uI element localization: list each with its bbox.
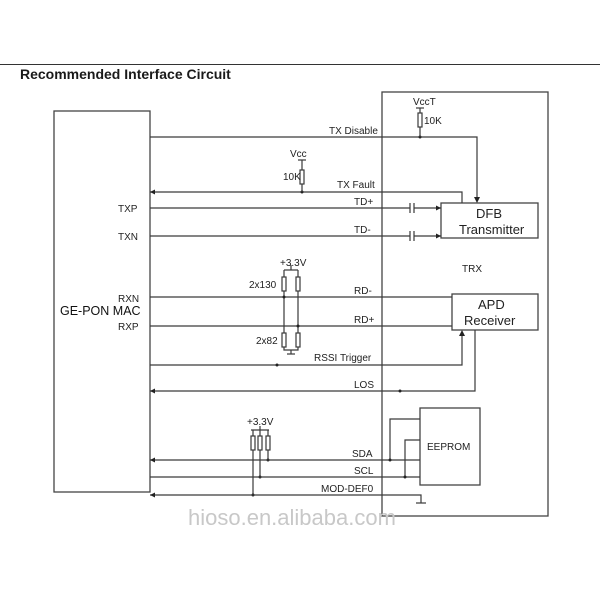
dfb-label-2: Transmitter: [459, 222, 525, 237]
header-rule: [0, 64, 600, 65]
trx-label: TRX: [462, 264, 482, 275]
apd-label-1: APD: [478, 297, 505, 312]
eeprom-label: EEPROM: [427, 442, 470, 453]
tx-disable-label: TX Disable: [329, 126, 378, 137]
rd-plus-net: RD+: [150, 315, 452, 327]
page-title: Recommended Interface Circuit: [20, 66, 231, 82]
td-minus-net: TD-: [150, 225, 441, 241]
vcct-resistor-label: 10K: [424, 116, 442, 127]
los-label: LOS: [354, 380, 374, 391]
rx-termination-network: +3.3V 2x130 2x82: [249, 258, 307, 355]
i2c-supply-label: +3.3V: [247, 417, 274, 428]
pin-txn: TXN: [118, 232, 138, 243]
tx-fault-net: TX Fault Vcc 10K: [150, 149, 463, 203]
td-plus-net: TD+: [150, 197, 441, 213]
apd-label-2: Receiver: [464, 313, 516, 328]
rd-plus-label: RD+: [354, 315, 374, 326]
td-minus-label: TD-: [354, 225, 371, 236]
mac-label: GE-PON MAC: [60, 304, 141, 318]
rssi-trigger-label: RSSI Trigger: [314, 353, 372, 364]
sda-label: SDA: [352, 449, 373, 460]
pin-rxn: RXN: [118, 294, 139, 305]
vcct-label: VccT: [413, 97, 436, 108]
pin-rxp: RXP: [118, 322, 139, 333]
eeprom-block: [419, 407, 481, 486]
mod-def0-net: MOD-DEF0: [150, 484, 426, 504]
rx-pullup-label: 2x130: [249, 280, 277, 291]
apd-receiver-block: [451, 293, 539, 331]
rx-pulldown-label: 2x82: [256, 336, 278, 347]
i2c-pullup-network: +3.3V: [247, 417, 274, 497]
td-plus-label: TD+: [354, 197, 373, 208]
vcc-label: Vcc: [290, 149, 307, 160]
los-net: LOS: [150, 330, 476, 394]
tx-fault-label: TX Fault: [337, 180, 375, 191]
watermark: hioso.en.alibaba.com: [188, 505, 396, 530]
tx-disable-net: TX Disable VccT 10K: [150, 97, 480, 203]
dfb-transmitter-block: [440, 202, 539, 239]
rx-supply-label: +3.3V: [280, 258, 307, 269]
rssi-trigger-net: RSSI Trigger: [150, 330, 465, 367]
scl-label: SCL: [354, 466, 374, 477]
vcc-resistor-label: 10K: [283, 172, 301, 183]
dfb-label-1: DFB: [476, 206, 502, 221]
sda-net: SDA: [150, 418, 420, 463]
pin-txp: TXP: [118, 204, 138, 215]
rd-minus-net: RD-: [150, 286, 452, 298]
scl-net: SCL: [150, 439, 420, 479]
rd-minus-label: RD-: [354, 286, 372, 297]
ge-pon-mac-block: [53, 110, 151, 493]
mod-def0-label: MOD-DEF0: [321, 484, 374, 495]
